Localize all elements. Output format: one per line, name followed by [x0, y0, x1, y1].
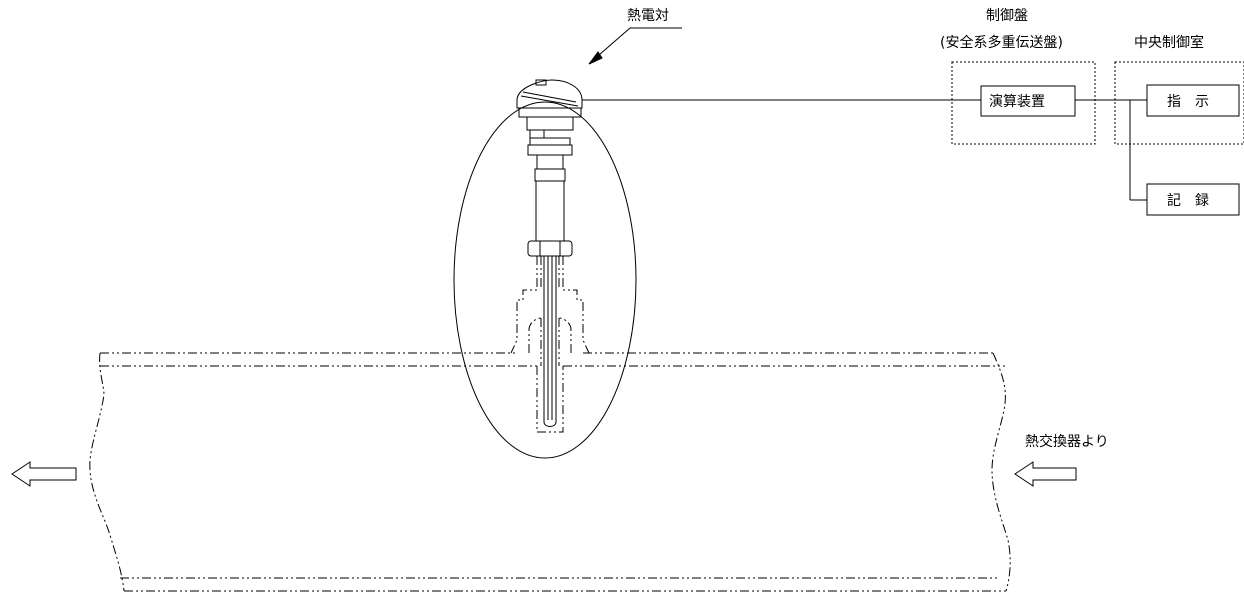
arithmetic-unit-box [980, 85, 1076, 117]
thermocouple-label: 熱電対 [627, 8, 669, 24]
inlet-label: 熱交換器より [1025, 433, 1109, 450]
control-panel-subtitle: (安全系多重伝送盤) [940, 34, 1063, 51]
thermocouple-highlight-ellipse [453, 101, 637, 459]
recorder-label: 記 録 [1167, 192, 1209, 209]
thermocouple-leader-line [588, 27, 682, 65]
arithmetic-unit-label: 演算装置 [989, 94, 1045, 110]
output-wiring [1075, 99, 1147, 201]
control-panel-title: 制御盤 [986, 8, 1028, 24]
central-room-title: 中央制御室 [1134, 34, 1204, 51]
thermowell-nozzle [510, 256, 590, 433]
pipe-left-break-line [89, 352, 125, 592]
control-panel-boundary [951, 61, 1096, 145]
thermocouple-icon [516, 79, 583, 427]
pipe-right-break-line [991, 352, 1011, 592]
pipe [89, 352, 1011, 592]
recorder-box [1146, 183, 1240, 216]
indicator-label: 指 示 [1167, 94, 1209, 110]
outlet-arrow-icon [11, 461, 77, 487]
central-room-boundary [1114, 61, 1244, 145]
indicator-box [1146, 84, 1240, 117]
inlet-arrow-icon [1014, 461, 1077, 487]
